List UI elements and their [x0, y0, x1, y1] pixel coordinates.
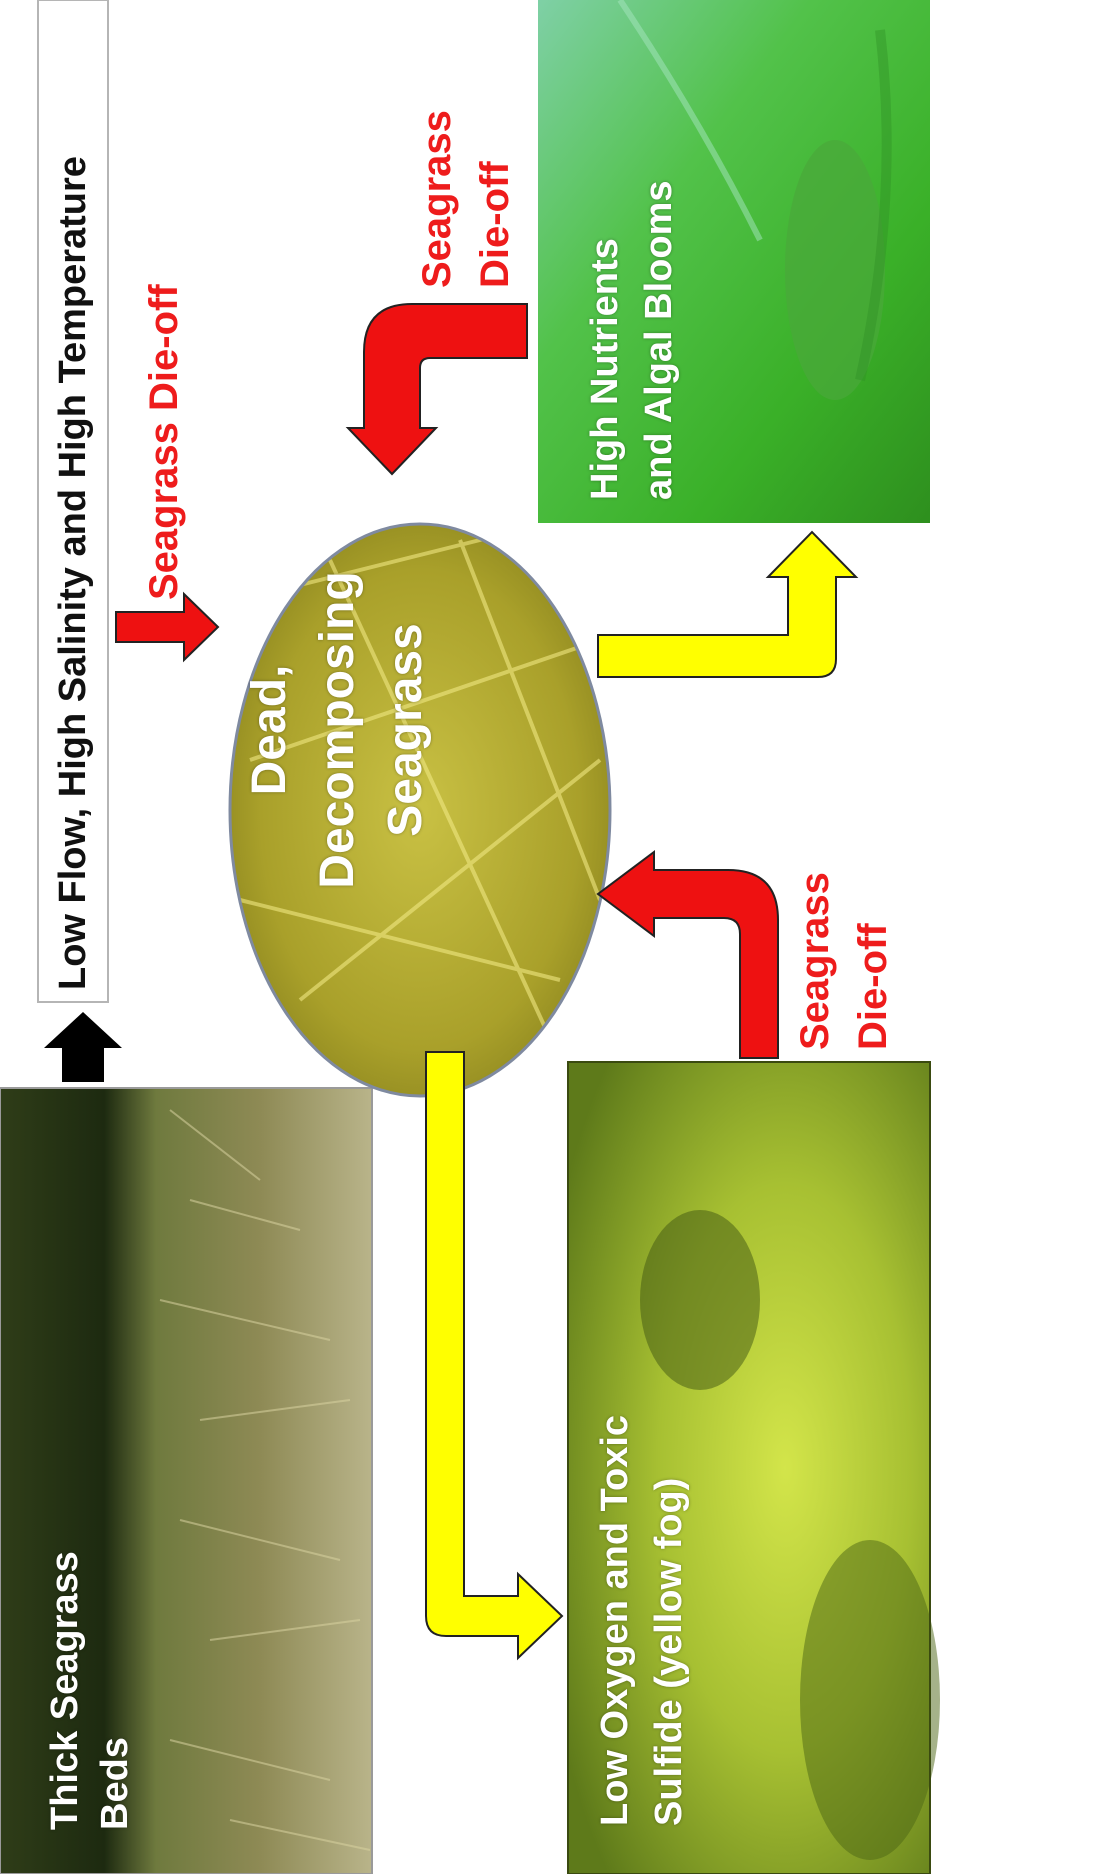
black-arrow: [44, 1012, 122, 1082]
oxygen-line2: Sulfide (yellow fog): [642, 1415, 696, 1826]
condition-text: Low Flow, High Salinity and High Tempera…: [50, 156, 96, 990]
thick-beds-label: Thick Seagrass Beds: [40, 1551, 140, 1830]
dead-seagrass-line1: Dead,: [236, 520, 304, 940]
condition-phrase: Low Flow, High Salinity and High Tempera…: [52, 156, 94, 990]
dead-seagrass-line2: Decomposing: [304, 520, 372, 940]
red-arrow-top: [116, 594, 218, 660]
yellow-arrow-oxygen: [426, 1052, 562, 1658]
nutrients-line1: High Nutrients: [578, 180, 632, 500]
thick-beds-line1: Thick Seagrass: [40, 1551, 90, 1830]
oxygen-dieoff-line1: Seagrass: [786, 872, 844, 1050]
oxygen-label: Low Oxygen and Toxic Sulfide (yellow fog…: [588, 1415, 696, 1826]
red-arrow-oxygen: [598, 852, 778, 1058]
yellow-arrow-nutrients: [598, 532, 856, 677]
top-dieoff-label: Seagrass Die-off: [140, 284, 188, 600]
nutrients-dieoff-line2: Die-off: [466, 110, 524, 288]
nutrients-label: High Nutrients and Algal Blooms: [578, 180, 686, 500]
top-dieoff-word2: Die-off: [142, 284, 186, 411]
nutrients-dieoff-line1: Seagrass: [408, 110, 466, 288]
oxygen-dieoff-line2: Die-off: [844, 872, 902, 1050]
thick-beds-line2: Beds: [90, 1551, 140, 1830]
red-arrow-nutrients: [348, 304, 527, 474]
nutrients-line2: and Algal Blooms: [632, 180, 686, 500]
oxygen-line1: Low Oxygen and Toxic: [588, 1415, 642, 1826]
top-dieoff-word1: Seagrass: [142, 422, 186, 600]
oxygen-dieoff-label: Seagrass Die-off: [786, 872, 902, 1050]
nutrients-dieoff-label: Seagrass Die-off: [408, 110, 524, 288]
dead-seagrass-label: Dead, Decomposing Seagrass: [236, 520, 440, 940]
dead-seagrass-line3: Seagrass: [372, 520, 440, 940]
